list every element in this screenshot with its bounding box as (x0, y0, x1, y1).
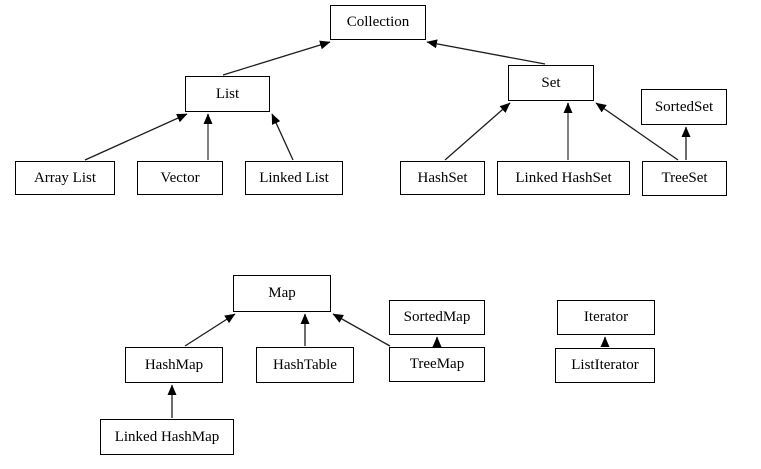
inheritance-arrow-set-to-collection (426, 39, 546, 65)
class-box-set: Set (508, 65, 594, 101)
class-box-arraylist: Array List (15, 161, 115, 195)
class-box-sortedmap: SortedMap (389, 300, 485, 335)
inheritance-arrow-arraylist-to-list (84, 113, 188, 161)
class-box-vector: Vector (137, 161, 223, 195)
inheritance-arrow-hashset-to-set (444, 102, 511, 161)
class-box-iterator: Iterator (557, 300, 655, 335)
class-box-sortedset: SortedSet (641, 89, 727, 125)
class-box-linkedhashmap: Linked HashMap (100, 419, 234, 455)
class-box-collection: Collection (330, 5, 426, 40)
class-box-linkedlist: Linked List (245, 161, 343, 195)
class-box-listiterator: ListIterator (555, 348, 655, 383)
class-box-treeset: TreeSet (642, 161, 727, 196)
class-box-linkedhashset: Linked HashSet (497, 161, 630, 195)
class-box-hashtable: HashTable (256, 347, 354, 383)
class-box-hashset: HashSet (400, 161, 485, 195)
class-box-treemap: TreeMap (389, 347, 485, 382)
class-box-hashmap: HashMap (125, 347, 223, 383)
class-box-map: Map (233, 275, 331, 312)
inheritance-arrow-treemap-to-map (332, 313, 391, 347)
inheritance-arrow-linkedlist-to-list (271, 113, 294, 161)
inheritance-arrow-hashmap-to-map (184, 313, 236, 347)
inheritance-arrow-list-to-collection (222, 40, 331, 76)
class-box-list: List (185, 76, 270, 112)
